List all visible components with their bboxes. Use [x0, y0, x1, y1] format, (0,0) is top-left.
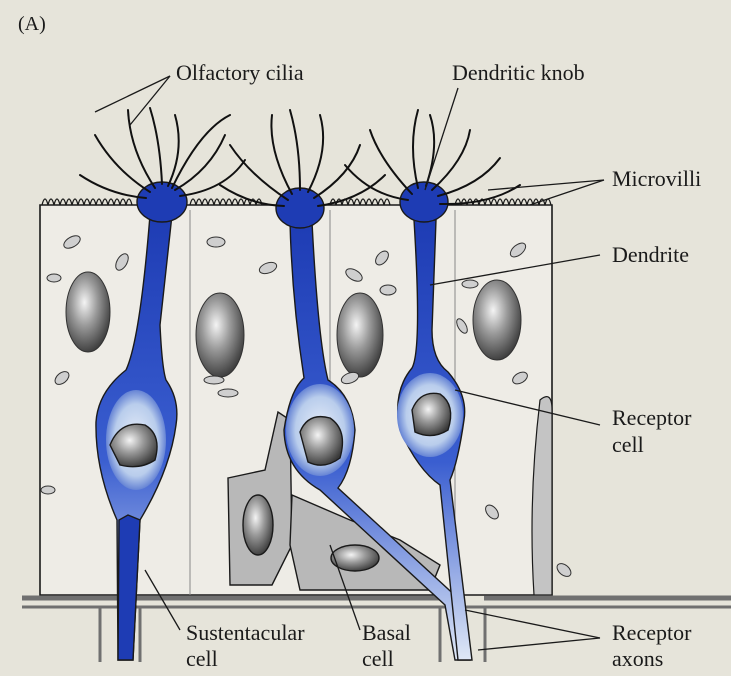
- label-receptor-cell-line1: Receptor: [612, 405, 692, 430]
- label-sustentacular-line1: Sustentacular: [186, 620, 305, 645]
- label-sustentacular-line2: cell: [186, 646, 218, 671]
- label-receptor-axons-line2: axons: [612, 646, 663, 671]
- label-basal-line1: Basal: [362, 620, 411, 645]
- label-olfactory-cilia: Olfactory cilia: [176, 60, 304, 85]
- label-microvilli: Microvilli: [612, 166, 701, 191]
- label-receptor-cell-line2: cell: [612, 432, 644, 457]
- panel-label: (A): [18, 13, 46, 35]
- label-receptor-axons-line1: Receptor: [612, 620, 692, 645]
- label-dendritic-knob: Dendritic knob: [452, 60, 585, 85]
- label-dendrite: Dendrite: [612, 242, 689, 267]
- label-basal-line2: cell: [362, 646, 394, 671]
